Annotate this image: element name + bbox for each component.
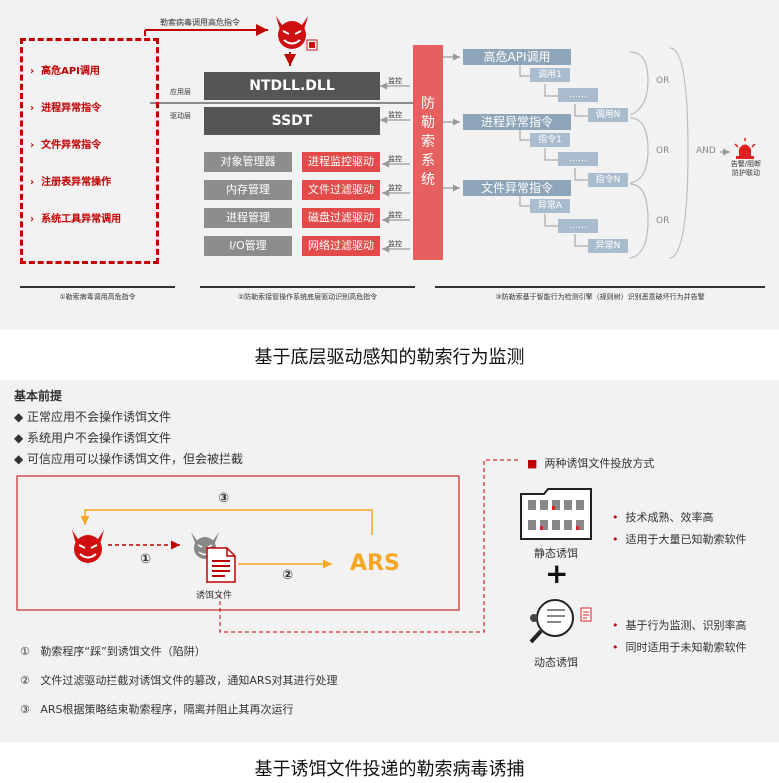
driver-box: 磁盘过滤驱动 <box>302 208 380 228</box>
step-footer: ③防勒索基于智能行为检测引擎（规则树）识别恶意破坏行为并告警 <box>495 293 705 301</box>
manager-box: I/O管理 <box>204 236 292 256</box>
and-label: AND <box>696 146 716 156</box>
driver-box: 文件过滤驱动 <box>302 180 380 200</box>
anti-ransomware-system-bar: 防勒索系统 <box>413 45 443 260</box>
step-mark: ③ <box>218 491 230 506</box>
static-point: • 技术成熟、效率高 <box>612 511 714 524</box>
static-point: • 适用于大量已知勒索软件 <box>612 533 747 546</box>
driver-box: 网络过滤驱动 <box>302 236 380 256</box>
manager-box: 进程管理 <box>204 208 292 228</box>
or-label: OR <box>656 216 670 226</box>
group-sub: 调用1 <box>530 68 570 82</box>
step-description: ② 文件过滤驱动拦截对诱饵文件的篡改，通知ARS对其进行处理 <box>20 674 338 687</box>
ransomware-devil-icon <box>72 530 104 563</box>
monitor-label: 监控 <box>388 77 402 85</box>
driver-layer-label: 驱动层 <box>170 112 191 120</box>
premise-item: ◆ 可信应用可以操作诱饵文件，但会被拦截 <box>14 452 244 466</box>
or-label: OR <box>656 146 670 156</box>
premise-title: 基本前提 <box>14 389 63 403</box>
panel1-connectors <box>20 24 765 288</box>
dynamic-bait-magnifier-icon <box>529 599 592 644</box>
static-bait-folder-icon <box>520 488 592 540</box>
monitor-label: 监控 <box>388 155 402 163</box>
manager-box: 内存管理 <box>204 180 292 200</box>
step-footer: ①勒索病毒调用高危指令 <box>59 293 136 301</box>
group-head: 高危API调用 <box>463 49 571 65</box>
group-sub: 指令N <box>588 173 628 187</box>
bait-file-icon <box>206 547 236 583</box>
devil-icon <box>276 16 318 51</box>
driver-box: 进程监控驱动 <box>302 152 380 172</box>
or-label: OR <box>656 76 670 86</box>
step-mark: ① <box>140 552 152 567</box>
ntdll-bar: NTDLL.DLL <box>204 72 380 100</box>
high-risk-command-box <box>20 38 159 264</box>
command-item: › 高危API调用 <box>30 66 100 77</box>
manager-box: 对象管理器 <box>204 152 292 172</box>
static-bait-label: 静态诱饵 <box>534 547 578 560</box>
alarm-icon <box>734 138 756 159</box>
step-description: ① 勒索程序“踩”到诱饵文件（陷阱） <box>20 645 206 658</box>
ars-label: ARS <box>350 551 400 576</box>
dynamic-bait-label: 动态诱饵 <box>534 656 578 669</box>
premise-item: ◆ 系统用户不会操作诱饵文件 <box>14 431 172 445</box>
group-sub: …… <box>558 88 598 102</box>
ssdt-bar: SSDT <box>204 107 380 135</box>
group-head: 进程异常指令 <box>463 114 571 130</box>
caption-bait-trapping: 基于诱饵文件投递的勒索病毒诱捕 <box>254 759 525 780</box>
deploy-title: ■ 两种诱饵文件投放方式 <box>527 457 655 470</box>
driver-monitoring-panel <box>0 0 779 330</box>
group-sub: 调用N <box>588 108 628 122</box>
group-sub: 异常A <box>530 199 570 213</box>
panel2-connectors <box>16 459 518 633</box>
dynamic-point: • 同时适用于未知勒索软件 <box>612 641 747 654</box>
group-sub: 异常N <box>588 239 628 253</box>
group-sub: …… <box>558 152 598 166</box>
command-item: › 注册表异常操作 <box>30 177 112 188</box>
kernel-managers: 对象管理器 内存管理 进程管理 I/O管理 <box>204 152 292 256</box>
plus-sign: + <box>545 557 569 590</box>
premise-item: ◆ 正常应用不会操作诱饵文件 <box>14 410 172 424</box>
monitor-label: 监控 <box>388 240 402 248</box>
command-item: › 系统工具异常调用 <box>30 214 122 225</box>
alarm-label: 告警/阻断 防护联动 <box>730 160 762 177</box>
step-mark: ② <box>282 568 294 583</box>
group-sub: …… <box>558 219 598 233</box>
bait-file-panel <box>0 380 779 742</box>
caption-driver-monitoring: 基于底层驱动感知的勒索行为监测 <box>254 347 525 368</box>
monitor-label: 监控 <box>388 111 402 119</box>
step-description: ③ ARS根据策略结束勒索程序，隔离并阻止其再次运行 <box>20 703 294 716</box>
group-head: 文件异常指令 <box>463 180 571 196</box>
monitor-label: 监控 <box>388 211 402 219</box>
command-item: › 进程异常指令 <box>30 103 102 114</box>
filter-drivers: 进程监控驱动 文件过滤驱动 磁盘过滤驱动 网络过滤驱动 <box>302 152 380 256</box>
app-layer-label: 应用层 <box>170 88 191 96</box>
bait-file-label: 诱饵文件 <box>196 591 233 601</box>
step-footer: ②防勒索接管操作系统底层驱动识别高危指令 <box>237 293 378 301</box>
high-risk-command-list: › 高危API调用 › 进程异常指令 › 文件异常指令 › 注册表异常操作 › … <box>30 62 150 247</box>
dynamic-point: • 基于行为监测、识别率高 <box>612 619 747 632</box>
monitor-label: 监控 <box>388 184 402 192</box>
command-item: › 文件异常指令 <box>30 140 102 151</box>
call-label: 勒索病毒调用高危指令 <box>160 18 240 27</box>
group-sub: 指令1 <box>530 133 570 147</box>
